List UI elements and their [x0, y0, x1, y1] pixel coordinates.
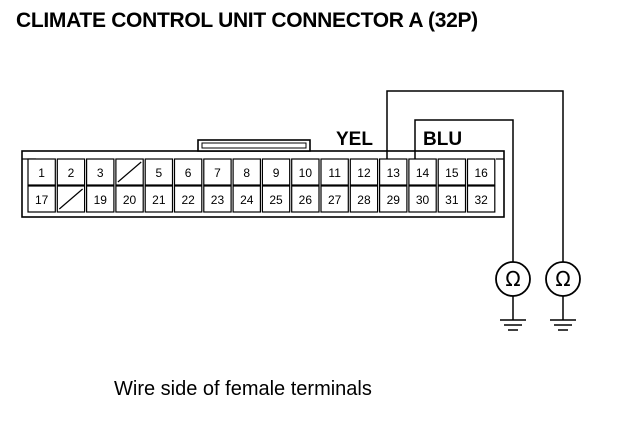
locking-tab-inner: [201, 142, 307, 149]
terminal-cell: [203, 185, 232, 213]
terminal-number: 17: [35, 193, 49, 207]
terminal-cell: [173, 185, 203, 213]
terminal-cell: [379, 185, 408, 213]
terminal-number: 25: [269, 193, 283, 207]
unused-terminal-slash: [117, 161, 142, 183]
ohmmeter-left: Ω: [495, 261, 531, 331]
terminal-cell: [466, 158, 496, 186]
terminal-cell: [291, 185, 320, 213]
terminal-cell: [115, 185, 144, 213]
diagram-title: CLIMATE CONTROL UNIT CONNECTOR A (32P): [16, 9, 478, 32]
terminal-cell: [56, 158, 86, 186]
terminal-number: 14: [416, 166, 430, 180]
terminal-cell: [408, 158, 437, 186]
terminal-number: 19: [94, 193, 108, 207]
terminal-number: 22: [181, 193, 195, 207]
terminal-cell: [27, 185, 56, 213]
terminal-number: 10: [299, 166, 313, 180]
terminal-cell: [232, 158, 262, 186]
terminal-number: 2: [68, 166, 75, 180]
terminal-cell: [85, 158, 115, 186]
ohmmeter-right: Ω: [545, 261, 581, 331]
terminal-cell: [144, 185, 174, 213]
ohm-icon: Ω: [505, 267, 520, 291]
terminal-cell: [437, 185, 467, 213]
terminal-number: 23: [211, 193, 225, 207]
terminal-number: 15: [445, 166, 459, 180]
terminal-number: 13: [387, 166, 401, 180]
terminal-number: 8: [243, 166, 250, 180]
terminal-number: 6: [185, 166, 192, 180]
terminal-number: 31: [445, 193, 459, 207]
terminal-number: 24: [240, 193, 254, 207]
terminal-number: 32: [474, 193, 488, 207]
terminal-cell: [349, 158, 379, 186]
terminal-cell: [27, 158, 56, 186]
terminal-cell: [349, 185, 379, 213]
terminal-number: 21: [152, 193, 166, 207]
terminal-number: 9: [273, 166, 280, 180]
terminal-cell: [173, 158, 203, 186]
terminal-number: 12: [357, 166, 371, 180]
ground-icon: [550, 319, 576, 331]
terminal-cell: [466, 185, 496, 213]
unused-terminal-slash: [58, 188, 83, 210]
terminal-cell: [232, 185, 262, 213]
terminal-number: 16: [474, 166, 488, 180]
terminal-cell: [261, 158, 291, 186]
terminal-cell: [203, 158, 232, 186]
terminal-cell: [291, 158, 320, 186]
ground-icon: [500, 319, 526, 331]
wire-yel: [386, 90, 564, 262]
terminal-cell: [85, 185, 115, 213]
bottom-row-terminals: 17 19 20 21 22 23 24 25 26 27 28 29 30 31 32: [27, 185, 496, 213]
locking-tab: [197, 139, 311, 152]
terminal-number: 29: [387, 193, 401, 207]
terminal-number: 11: [328, 166, 341, 180]
terminal-number: 20: [123, 193, 137, 207]
terminal-number: 28: [357, 193, 371, 207]
terminal-number: 5: [156, 166, 163, 180]
terminal-cell: [261, 185, 291, 213]
terminal-cell: [379, 158, 408, 186]
wire-label-yel: YEL: [336, 129, 373, 150]
terminal-cell: [437, 158, 467, 186]
terminal-number: 1: [38, 166, 45, 180]
terminal-number: 7: [214, 166, 221, 180]
terminal-number: 30: [416, 193, 430, 207]
wire-label-blu: BLU: [423, 129, 462, 150]
terminal-cell: [320, 185, 349, 213]
terminal-cell: [320, 158, 349, 186]
diagram-caption: Wire side of female terminals: [114, 378, 372, 400]
wire-blu: [414, 119, 514, 262]
terminal-cell: [408, 185, 437, 213]
terminal-number: 27: [328, 193, 342, 207]
ohm-icon: Ω: [555, 267, 570, 291]
terminal-number: 3: [97, 166, 104, 180]
terminal-number: 26: [299, 193, 313, 207]
terminal-cell: [144, 158, 174, 186]
